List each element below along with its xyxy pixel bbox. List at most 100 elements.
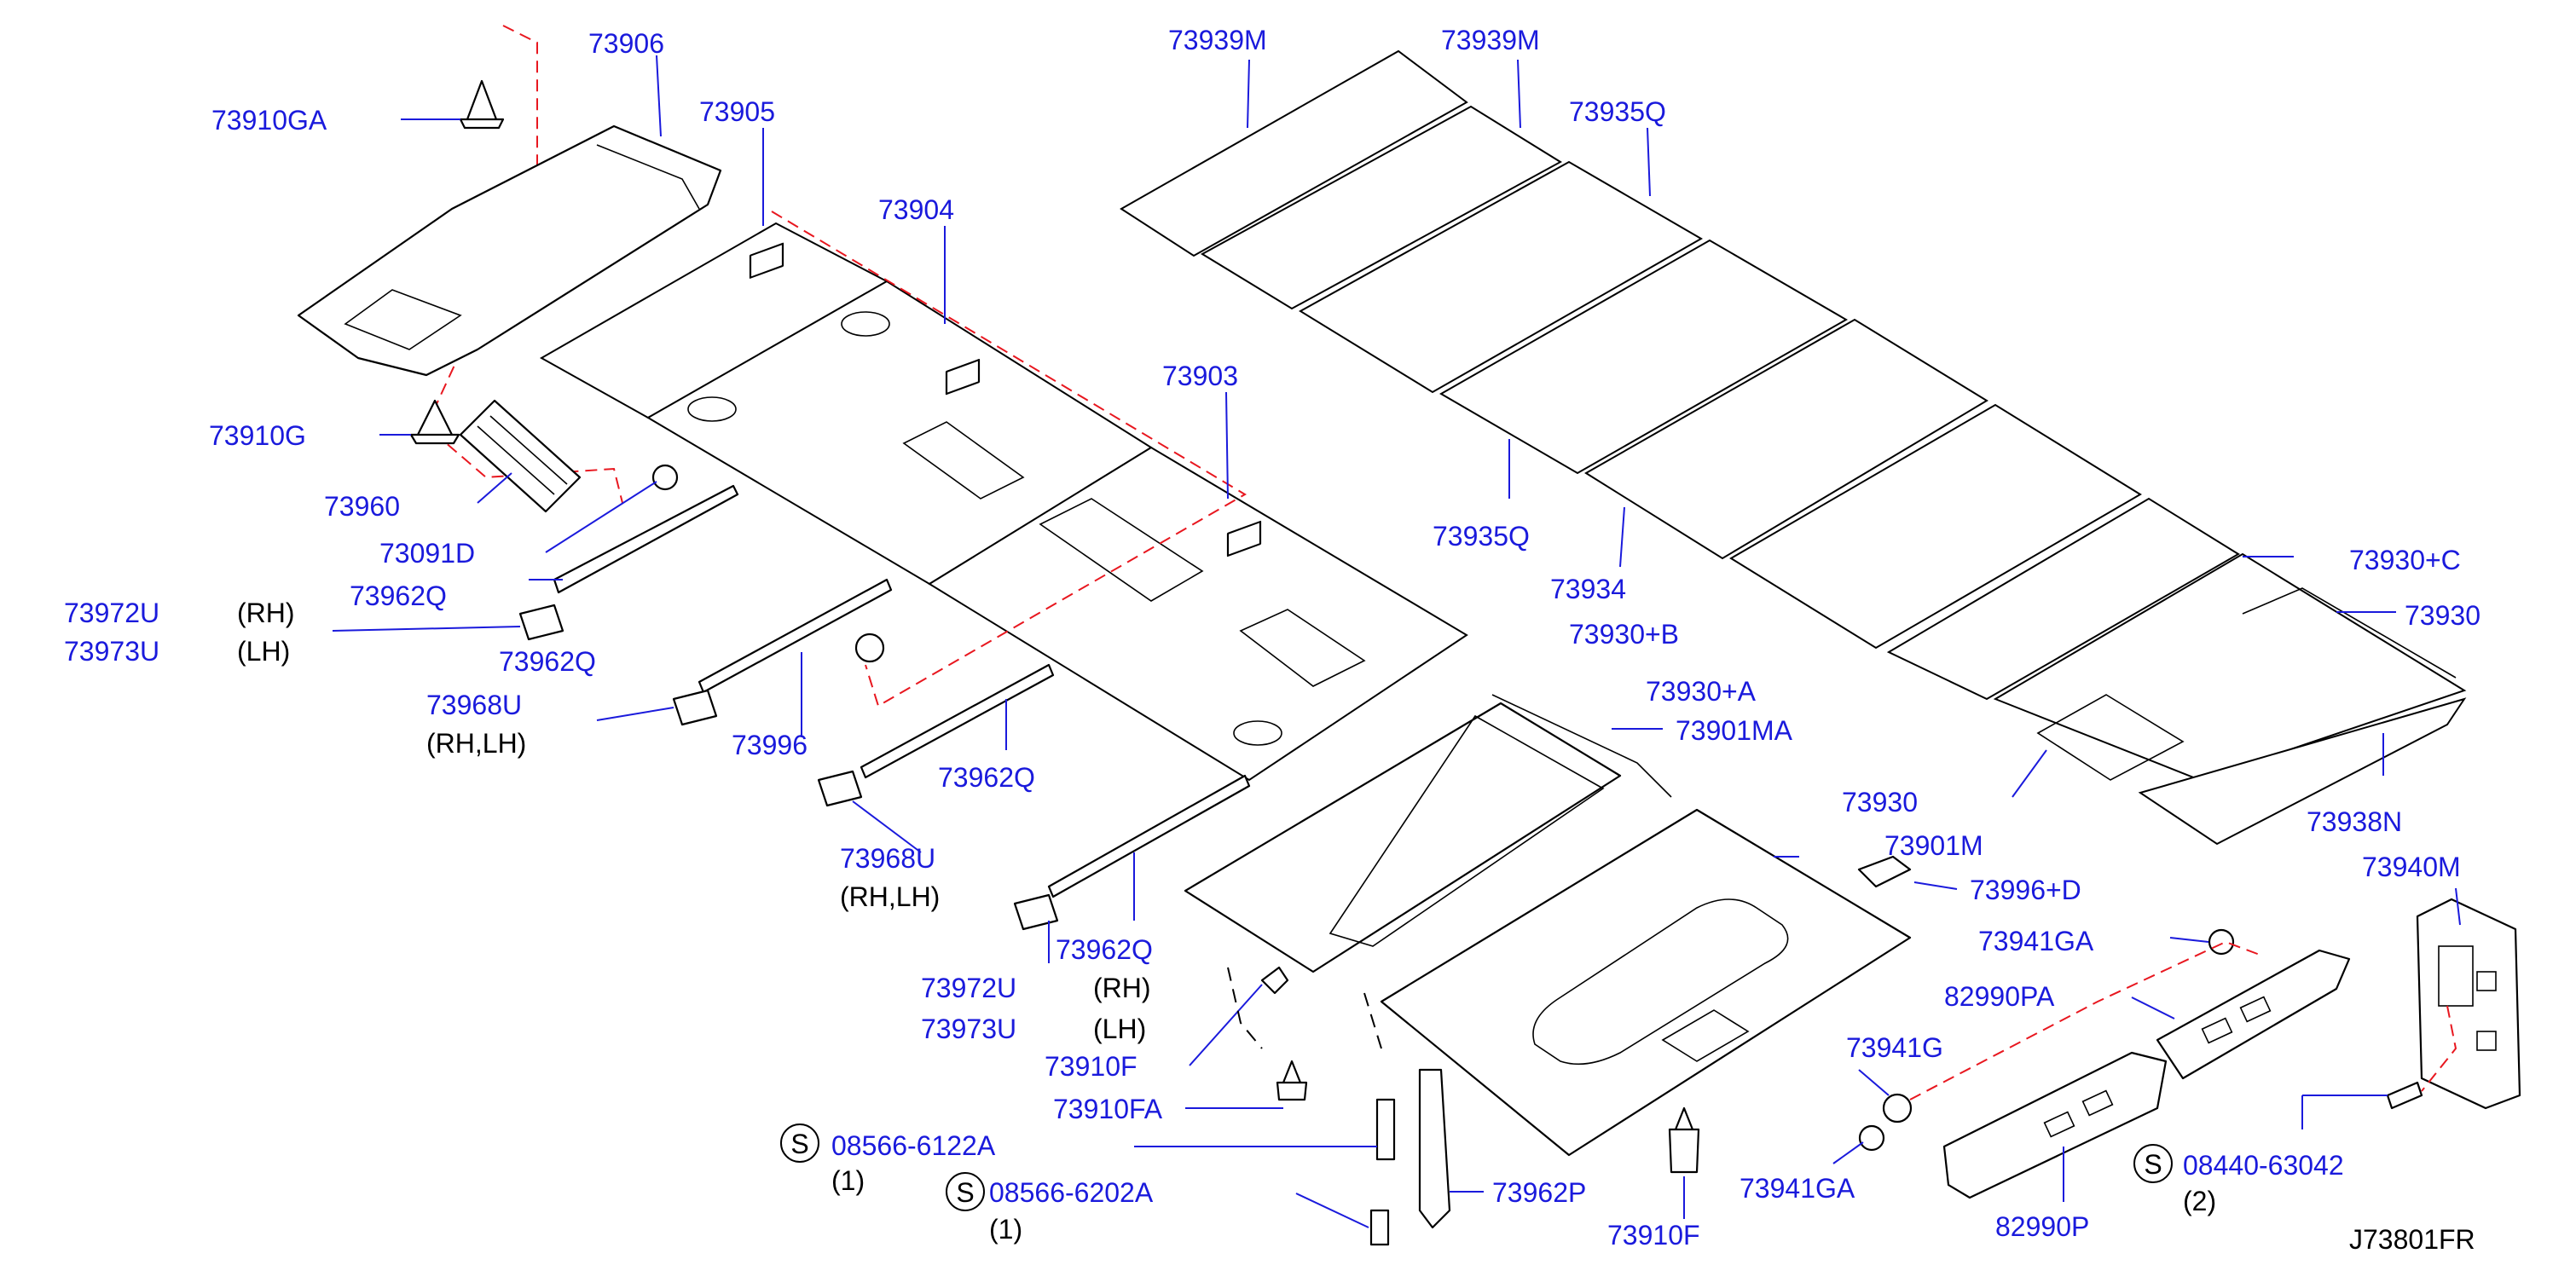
clip-73996[interactable]: [854, 632, 885, 663]
label-73941ga-b[interactable]: 73941GA: [1740, 1173, 1855, 1204]
bracket-73962p[interactable]: [1418, 1068, 1451, 1229]
panel-73940m-body[interactable]: [2416, 898, 2521, 1110]
front-headlining-73906[interactable]: [297, 124, 722, 377]
label-73962q-c[interactable]: 73962Q: [938, 762, 1035, 793]
board-73903[interactable]: [928, 446, 1468, 782]
screw-73910f-b[interactable]: [1668, 1106, 1700, 1174]
strip-73962q-d[interactable]: [1047, 774, 1251, 898]
label-73940m[interactable]: 73940M: [2362, 852, 2461, 882]
panel-73939m-a[interactable]: [1120, 49, 1468, 257]
label-73962q-b[interactable]: 73962Q: [499, 646, 596, 677]
label-qty-08566-6122a: (1): [831, 1165, 865, 1196]
label-73962q-a[interactable]: 73962Q: [350, 581, 447, 611]
clip-73910g[interactable]: [409, 399, 460, 445]
strip-73962q-a[interactable]: [553, 484, 739, 594]
panel-73930-c[interactable]: [1993, 552, 2467, 782]
label-73941g[interactable]: 73941G: [1846, 1032, 1943, 1063]
label-73938n[interactable]: 73938N: [2307, 806, 2402, 837]
headlining-73901m-body[interactable]: [1380, 808, 1912, 1157]
clip-73996d[interactable]: [1857, 855, 1912, 888]
grip-82990p[interactable]: [1942, 1051, 2168, 1199]
label-73935q-b[interactable]: 73935Q: [1433, 521, 1530, 552]
label-73910ga[interactable]: 73910GA: [211, 105, 327, 136]
label-73930-a[interactable]: 73930: [2405, 600, 2480, 631]
label-73930a[interactable]: 73930+A: [1646, 676, 1757, 707]
panel-73940m[interactable]: [2416, 898, 2521, 1110]
panel-73934[interactable]: [1584, 318, 1988, 560]
label-73910f-b[interactable]: 73910F: [1607, 1220, 1700, 1251]
label-73930c[interactable]: 73930+C: [2349, 545, 2461, 575]
part-labels: 73906 73910GA 73905 73904 73903 73910G 7…: [64, 25, 2480, 1255]
label-73904[interactable]: 73904: [878, 194, 954, 225]
clip-73972u-a[interactable]: [518, 604, 564, 641]
clip-73941g[interactable]: [1882, 1093, 1913, 1123]
label-73973u-a[interactable]: 73973U: [64, 636, 159, 667]
panel-73939m-b[interactable]: [1201, 105, 1562, 310]
label-73905[interactable]: 73905: [699, 96, 775, 127]
panel-73934-b[interactable]: [1729, 403, 2142, 650]
label-73934[interactable]: 73934: [1550, 574, 1626, 604]
label-73962p[interactable]: 73962P: [1492, 1177, 1586, 1208]
screw-73910fa[interactable]: [1276, 1060, 1308, 1101]
label-73972u-a[interactable]: 73972U: [64, 598, 159, 628]
clip-73910ga[interactable]: [459, 79, 505, 130]
label-qty-08440-63042: (2): [2183, 1186, 2216, 1216]
label-82990pa[interactable]: 82990PA: [1944, 981, 2055, 1012]
velcro-pad: [945, 358, 981, 396]
label-08566-6202a[interactable]: 08566-6202A: [989, 1177, 1154, 1208]
label-73906[interactable]: 73906: [588, 28, 664, 59]
board-cutout: [1039, 498, 1204, 602]
label-73939m-a[interactable]: 73939M: [1168, 25, 1267, 55]
panel-73935q-b[interactable]: [1439, 239, 1849, 475]
vent-73960[interactable]: [459, 399, 582, 513]
label-73968u-a[interactable]: 73968U: [426, 690, 522, 720]
label-73962q-d[interactable]: 73962Q: [1056, 934, 1153, 965]
clip-73091d[interactable]: [651, 464, 679, 491]
label-73939m-b[interactable]: 73939M: [1441, 25, 1540, 55]
headlining-73901ma[interactable]: [1184, 694, 1672, 973]
label-73903[interactable]: 73903: [1162, 361, 1238, 391]
label-73901ma[interactable]: 73901MA: [1676, 715, 1793, 746]
label-82990p[interactable]: 82990P: [1995, 1211, 2089, 1242]
label-73960[interactable]: 73960: [324, 491, 400, 522]
clip-73968u-a[interactable]: [672, 689, 718, 726]
label-73996d[interactable]: 73996+D: [1970, 875, 2081, 905]
label-08440-63042[interactable]: 08440-63042: [2183, 1150, 2344, 1181]
label-73973u-b[interactable]: 73973U: [921, 1014, 1016, 1044]
headlining-73901m[interactable]: [1380, 808, 1912, 1157]
clip-73941ga-b[interactable]: [1858, 1124, 1885, 1152]
s-symbol: S: [790, 1129, 808, 1159]
label-73910f-a[interactable]: 73910F: [1045, 1051, 1137, 1082]
label-rh-b: (RH): [1093, 973, 1151, 1003]
label-73972u-b[interactable]: 73972U: [921, 973, 1016, 1003]
headlining-73901ma-body[interactable]: [1184, 702, 1622, 973]
label-73091d[interactable]: 73091D: [379, 538, 475, 569]
grip-82990pa[interactable]: [2156, 949, 2351, 1080]
bolt-08566-6202a[interactable]: [1369, 1209, 1390, 1246]
screw-73910f[interactable]: [1260, 966, 1289, 995]
label-lh-b: (LH): [1093, 1014, 1146, 1044]
bolt-08566-6122a[interactable]: [1375, 1098, 1396, 1161]
label-73930-b[interactable]: 73930: [1842, 787, 1918, 817]
screw-08440-63042[interactable]: [2386, 1081, 2423, 1110]
strip-73962q-b[interactable]: [698, 578, 893, 694]
clip-73941ga-a[interactable]: [2208, 928, 2235, 956]
label-73935q-a[interactable]: 73935Q: [1569, 96, 1666, 127]
label-73930b[interactable]: 73930+B: [1569, 619, 1679, 650]
clip-73968u-b[interactable]: [817, 770, 863, 807]
vent-73960-body[interactable]: [459, 399, 582, 513]
clip-73972u-b[interactable]: [1013, 893, 1059, 931]
panel-73935q-a[interactable]: [1299, 160, 1704, 394]
label-73901m[interactable]: 73901M: [1884, 830, 1983, 861]
label-73996[interactable]: 73996: [732, 730, 808, 760]
panel-73930-b[interactable]: [1886, 497, 2240, 701]
board-cutout: [902, 421, 1025, 500]
headlining-73906[interactable]: [297, 124, 722, 377]
label-73968u-b[interactable]: 73968U: [840, 843, 935, 874]
label-08566-6122a[interactable]: 08566-6122A: [831, 1130, 996, 1161]
label-73941ga-a[interactable]: 73941GA: [1978, 926, 2094, 956]
label-73910g[interactable]: 73910G: [209, 420, 306, 451]
strip-73962q-c[interactable]: [860, 663, 1055, 779]
label-lh-a: (LH): [237, 636, 290, 667]
label-73910fa[interactable]: 73910FA: [1053, 1094, 1163, 1124]
